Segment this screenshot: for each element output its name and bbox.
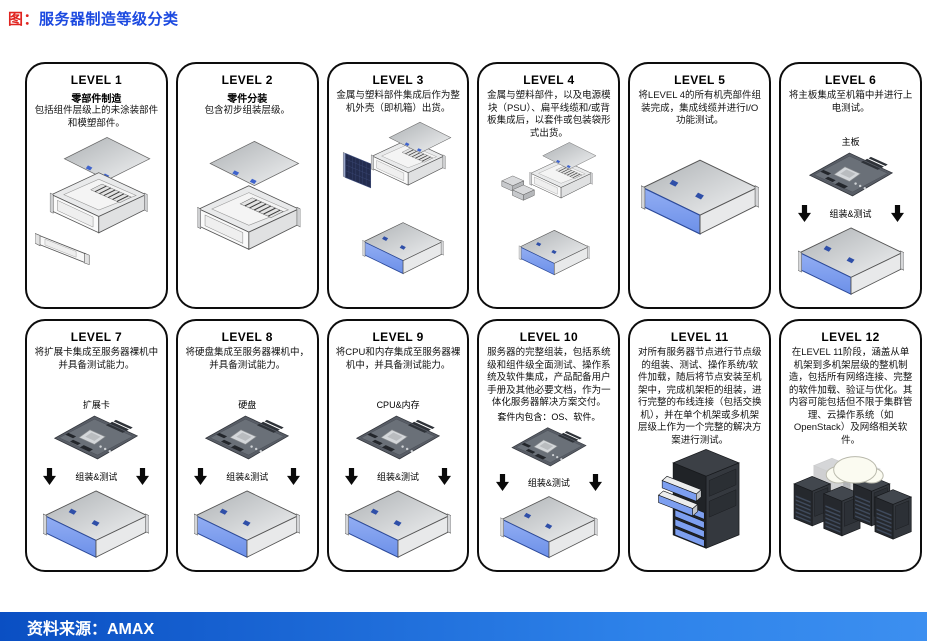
part-label: 主板 [841,137,860,147]
assemble-test-row: 组装&测试 [43,468,149,485]
server-chassis-icon [362,222,444,274]
part-label: CPU&内存 [376,400,420,410]
chassis-base-icon [197,185,301,251]
level-desc: 包括组件层级上的未涂装部件和模塑部件。 [34,105,159,129]
levels-grid: LEVEL 1 零部件制造 包括组件层级上的未涂装部件和模塑部件。 LEVEL … [25,62,922,572]
down-arrow-icon [287,468,300,485]
level-desc: 服务器的完整组装，包括系统级和组件级全面测试、操作系统及软件集成，产品配备用户手… [487,347,611,409]
assemble-test-label: 组装&测试 [75,472,118,482]
down-arrow-icon [43,468,56,485]
level-desc: 将主板集成至机箱中并进行上电测试。 [788,90,913,114]
kit-assembly-illustration [501,142,597,276]
motherboard-icon [805,150,897,202]
level-card-4: LEVEL 4 金属与塑料部件，以及电源模块（PSU）、扁平线缆和/或背板集成后… [477,62,621,309]
down-arrow-icon [798,205,811,222]
mesh-panel-icon [342,152,372,189]
title-main: 服务器制造等级分类 [39,11,179,28]
level-card-12: LEVEL 12 在LEVEL 11阶段，涵盖从单机架到多机架层级的整机制造，包… [779,319,922,572]
chassis-assembly-illustration [342,121,452,274]
server-chassis-icon [518,230,590,276]
chassis-lid-icon [210,141,300,187]
level-desc: 将扩展卡集成至服务器裸机中并具备测试能力。 [34,347,159,371]
source-label: 资料来源：AMAX [27,620,155,638]
rack-cabinet-icon [650,447,750,554]
server-chassis-icon [640,159,759,235]
exploded-chassis-illustration [35,137,151,266]
down-arrow-icon [891,205,904,222]
level-card-10: LEVEL 10 服务器的完整组装，包括系统级和组件级全面测试、操作系统及软件集… [477,319,621,572]
level-desc: 金属与塑料部件集成后作为整机外壳（即机箱）出货。 [336,90,460,114]
cpu-memory-icon [352,413,444,465]
level-card-7: LEVEL 7 将扩展卡集成至服务器裸机中并具备测试能力。 扩展卡 组装&测试 [25,319,168,572]
down-arrow-icon [345,468,358,485]
level-card-9: LEVEL 9 将CPU和内存集成至服务器裸机中，并具备测试能力。 CPU&内存… [326,319,470,572]
server-chassis-illustration [640,159,759,235]
page-title: 图：服务器制造等级分类 [8,8,179,29]
level-card-6: LEVEL 6 将主板集成至机箱中并进行上电测试。 主板 组装&测试 [779,62,922,309]
server-chassis-icon [345,489,451,560]
level-title: LEVEL 11 [670,330,729,344]
level-title: LEVEL 7 [70,330,123,344]
software-kit-icon [506,425,592,471]
part-label: 套件内包含：OS、软件。 [497,411,601,422]
level-subtitle: 零件分装 [227,94,268,105]
level-desc: 将硬盘集成至服务器裸机中，并具备测试能力。 [185,347,309,371]
title-prefix: 图： [8,11,40,28]
server-chassis-icon [499,495,599,560]
level-card-1: LEVEL 1 零部件制造 包括组件层级上的未涂装部件和模塑部件。 [25,62,168,309]
assemble-test-label: 组装&测试 [377,472,420,482]
assemble-test-row: 组装&测试 [345,468,451,485]
front-bezel-icon [35,233,91,266]
level-title: LEVEL 8 [221,330,273,344]
level-title: LEVEL 3 [372,73,424,87]
level-card-2: LEVEL 2 零件分装 包含初步组装层级。 [175,62,319,309]
level-title: LEVEL 4 [523,73,575,87]
server-chassis-icon [798,226,904,297]
level-card-8: LEVEL 8 将硬盘集成至服务器裸机中，并具备测试能力。 硬盘 组装&测试 [175,319,319,572]
part-label: 硬盘 [238,400,257,410]
assemble-test-row: 组装&测试 [194,468,300,485]
level-desc: 对所有服务器节点进行节点级的组装、测试、操作系统/软件加载，随后将节点安装至机架… [637,347,762,446]
level-title: LEVEL 2 [221,73,273,87]
level-desc: 在LEVEL 11阶段，涵盖从单机架到多机架层级的整机制造，包括所有网络连接、完… [788,347,913,446]
down-arrow-icon [136,468,149,485]
lid-over-chassis-illustration [197,141,301,251]
assemble-test-label: 组装&测试 [527,478,570,489]
server-chassis-icon [43,489,149,560]
hdd-icon [201,413,293,465]
assemble-test-label: 组装&测试 [829,209,872,219]
level-desc: 将LEVEL 4的所有机壳部件组装完成，集成线缆并进行I/O功能测试。 [638,90,762,127]
chassis-base-icon [50,172,149,234]
level-card-11: LEVEL 11 对所有服务器节点进行节点级的组装、测试、操作系统/软件加载，随… [628,319,772,572]
source-bar: 资料来源：AMAX [0,612,927,641]
level-subtitle: 零部件制造 [71,94,122,105]
server-chassis-icon [194,489,300,560]
chassis-lid-icon [64,137,151,181]
assemble-test-row: 组装&测试 [496,474,602,491]
level-title: LEVEL 12 [821,330,880,344]
level-title: LEVEL 1 [70,73,123,87]
down-arrow-icon [438,468,451,485]
server-cluster-icon [789,450,913,554]
level-card-5: LEVEL 5 将LEVEL 4的所有机壳部件组装完成，集成线缆并进行I/O功能… [628,62,772,309]
down-arrow-icon [194,468,207,485]
down-arrow-icon [589,474,602,491]
assemble-test-row: 组装&测试 [798,205,904,222]
level-title: LEVEL 9 [372,330,424,344]
level-desc: 包含初步组装层级。 [204,105,290,116]
part-label: 扩展卡 [82,400,110,410]
expansion-card-icon [50,413,142,465]
level-desc: 将CPU和内存集成至服务器裸机中，并具备测试能力。 [335,347,461,371]
assemble-test-label: 组装&测试 [226,472,269,482]
level-title: LEVEL 5 [674,73,726,87]
level-desc: 金属与塑料部件，以及电源模块（PSU）、扁平线缆和/或背板集成后，以套件或包装袋… [487,90,611,139]
level-title: LEVEL 10 [519,330,579,344]
down-arrow-icon [496,474,509,491]
level-card-3: LEVEL 3 金属与塑料部件集成后作为整机外壳（即机箱）出货。 [326,62,470,309]
level-title: LEVEL 6 [824,73,877,87]
